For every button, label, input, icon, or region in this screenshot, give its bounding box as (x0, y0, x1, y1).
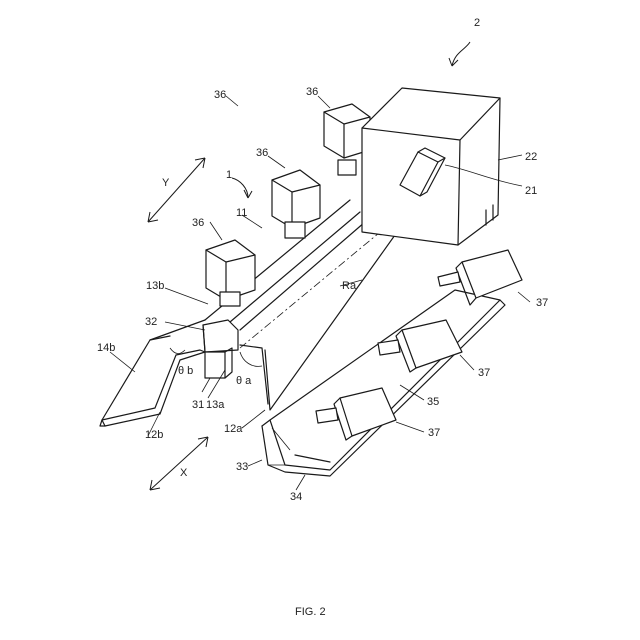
label-theta-b: θ b (178, 365, 193, 377)
label-36-b: 36 (256, 147, 268, 159)
camera-36-front (206, 240, 255, 306)
label-34: 34 (290, 491, 302, 503)
label-12b: 12b (145, 429, 163, 441)
label-x: X (180, 467, 188, 479)
label-theta-a: θ a (236, 375, 252, 387)
label-14b: 14b (97, 342, 115, 354)
label-37-a: 37 (536, 297, 548, 309)
label-y: Y (162, 177, 170, 189)
label-1: 1 (226, 169, 232, 181)
label-36-a: 36 (214, 89, 226, 101)
figure-caption: FIG. 2 (295, 606, 326, 618)
reference-arrow-1 (232, 178, 252, 198)
label-31: 31 (192, 399, 204, 411)
label-32: 32 (145, 316, 157, 328)
label-33: 33 (236, 461, 248, 473)
label-12a: 12a (224, 423, 243, 435)
theta-a-arc (240, 352, 262, 366)
reference-arrow-2 (449, 42, 470, 66)
label-36-d: 36 (192, 217, 204, 229)
axis-arrow-y (148, 158, 205, 222)
label-36-c: 36 (306, 86, 318, 98)
label-11: 11 (236, 207, 247, 219)
label-35: 35 (427, 396, 439, 408)
tray-35 (262, 290, 505, 476)
label-37-b: 37 (478, 367, 490, 379)
label-13b: 13b (146, 280, 164, 292)
label-2: 2 (474, 17, 480, 29)
light-unit-22 (362, 88, 500, 245)
axis-arrow-x (150, 437, 208, 490)
label-22: 22 (525, 151, 537, 163)
label-13a: 13a (206, 399, 225, 411)
label-21: 21 (525, 185, 537, 197)
label-ra: Ra (342, 280, 357, 292)
camera-36-middle (272, 170, 320, 238)
theta-b-arc (170, 348, 185, 354)
optical-axis-ra (240, 228, 385, 348)
label-37-c: 37 (428, 427, 440, 439)
